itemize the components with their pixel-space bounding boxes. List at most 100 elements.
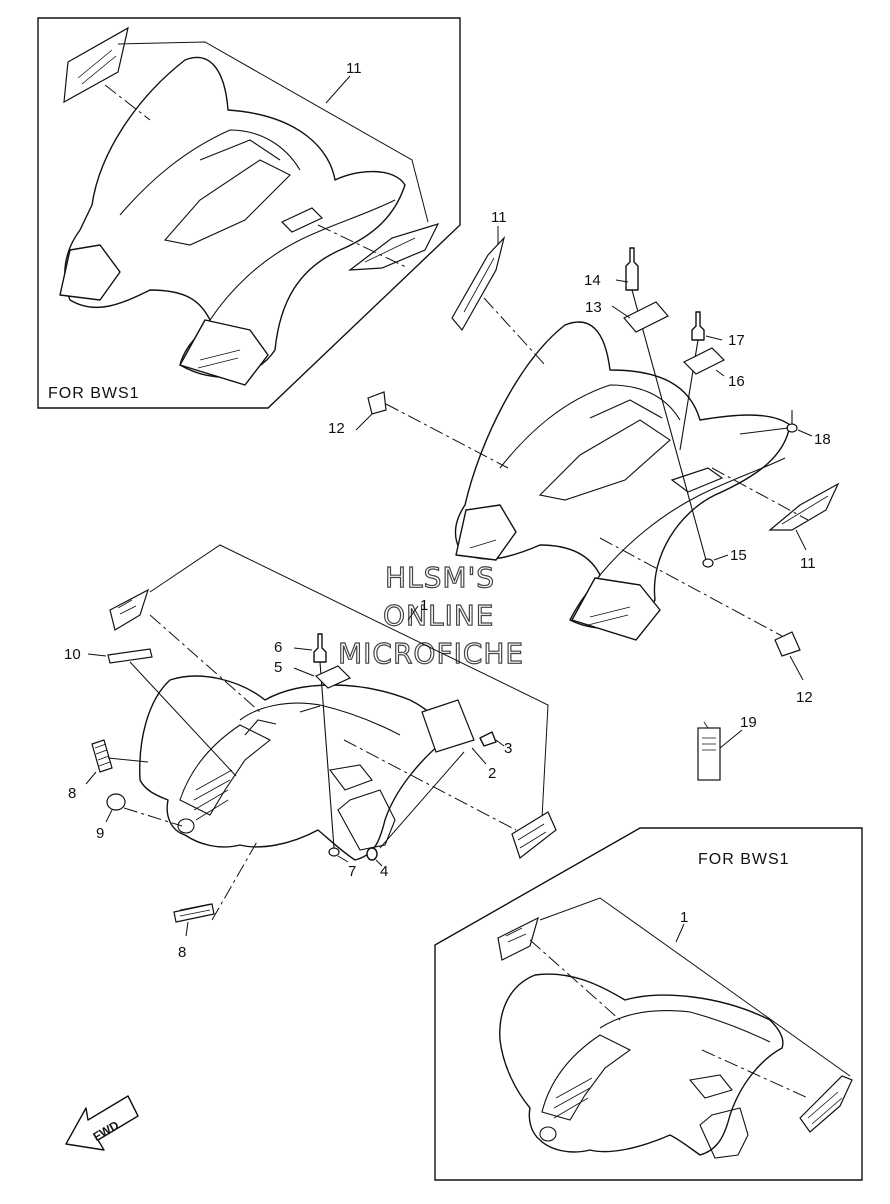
leader-18 — [797, 429, 813, 437]
inset-mud-flap-lines — [197, 349, 241, 369]
rear-mud-flap-left-lines — [469, 539, 497, 549]
part-4-nut — [366, 847, 378, 861]
decal-11-upper-shape — [451, 235, 506, 332]
inset-front-fender-grille-lines — [553, 1077, 593, 1119]
parts-2-3-4: 2 3 4 — [366, 699, 512, 880]
inset-front-fender-plate — [688, 1074, 733, 1099]
part-17-rivet — [691, 311, 705, 341]
inset-leader-dash-1 — [104, 84, 151, 121]
front-fender-bracket — [337, 789, 396, 851]
leader-5 — [293, 667, 315, 677]
inset-dash-1-left — [529, 939, 621, 1021]
callout-8-lower: 8 — [178, 944, 186, 961]
leader-12-right — [789, 655, 804, 681]
leader-13 — [611, 305, 631, 319]
front-fender-light — [177, 818, 195, 834]
part-6-rivet — [313, 633, 327, 663]
inset-frame-top-left — [37, 17, 461, 409]
callout-6: 6 — [274, 639, 282, 656]
callout-3: 3 — [504, 740, 512, 757]
part-8-upper-lines — [94, 743, 111, 767]
inset-frame-bottom-right — [434, 827, 863, 1181]
dash-1-right — [343, 739, 517, 831]
front-decal-left-top — [109, 588, 150, 631]
callout-12-left: 12 — [328, 420, 345, 437]
callout-17: 17 — [728, 332, 745, 349]
leader-10-to-fender — [129, 661, 237, 777]
rear-fender-body — [454, 321, 791, 629]
inset-front-fender-grille — [541, 1034, 632, 1121]
dash-8-lower — [211, 839, 259, 921]
inset-rear-fender-shape — [64, 56, 406, 378]
leader-3 — [495, 739, 505, 747]
front-fender-grille — [179, 724, 272, 816]
callout-11-upper: 11 — [491, 209, 507, 226]
decal-11-right-shape — [768, 482, 840, 531]
leader-12-left — [355, 413, 373, 431]
callout-9: 9 — [96, 825, 104, 842]
leader-11-right — [795, 529, 807, 551]
callout-11-inset: 11 — [346, 60, 362, 77]
part-12-right: 12 — [599, 537, 813, 706]
part-9-lens — [106, 793, 126, 811]
inset-decal-front-left — [497, 916, 539, 961]
inset-front-fender-body — [499, 973, 784, 1156]
leader-8-upper-to-fender — [107, 757, 149, 763]
part-16-plate — [682, 347, 726, 375]
part-19-tag: 19 — [697, 714, 757, 781]
inset-front-fender-bracket — [699, 1107, 749, 1159]
callout-16: 16 — [728, 373, 745, 390]
front-decal-right — [511, 811, 557, 859]
leader-10 — [87, 653, 107, 657]
decal-11-upper-lettering — [463, 257, 495, 313]
inset-decal-11-top-lettering — [77, 49, 117, 85]
part-19-lines — [702, 721, 716, 751]
leader-4 — [375, 859, 383, 867]
dash-11-right — [711, 467, 809, 521]
rear-mud-flap-left — [455, 504, 517, 561]
inset-rear-fender-bws1: 11 FOR BWS1 — [37, 17, 461, 409]
rear-mud-flap-lines — [587, 606, 631, 626]
inset-rear-fender-ridge — [209, 199, 396, 321]
leader-16 — [715, 369, 725, 377]
leader-14 — [615, 279, 629, 283]
leader-8-upper — [85, 771, 97, 785]
leader-8-lower — [185, 921, 189, 937]
dash-11-upper — [483, 297, 546, 366]
leader-2-to-4 — [379, 751, 465, 849]
inset-mud-flap-left — [59, 244, 121, 301]
leader-1-label — [407, 605, 419, 621]
parts-5-6-7: 6 5 7 — [274, 633, 356, 880]
inset-front-fender-bws1: FOR BWS1 1 — [434, 827, 863, 1181]
inset-decal-front-right — [799, 1075, 853, 1133]
part-19-shape — [697, 727, 721, 781]
inset-mud-flap — [179, 319, 269, 386]
decal-11-right-lettering — [781, 495, 829, 525]
inset-front-fender-top-edge — [599, 1010, 771, 1043]
rear-fender-inner-decal — [670, 467, 724, 493]
part-18-grommet — [786, 423, 798, 433]
leader-7 — [337, 855, 349, 863]
inset-leader-11 — [117, 41, 429, 223]
front-fender-inner-plate — [329, 764, 373, 791]
front-fender-details — [244, 705, 321, 736]
part-5-plate — [314, 665, 352, 689]
inset-rear-fender-tray-top — [199, 139, 281, 161]
front-fender-assembly — [139, 675, 446, 861]
part-13-plate — [623, 301, 669, 333]
inset-decal-11-top — [63, 26, 129, 104]
line-6-to-7 — [319, 661, 335, 849]
callout-18: 18 — [814, 431, 831, 448]
dash-12-left — [385, 403, 509, 469]
part-8-upper-decal — [91, 739, 113, 773]
callout-4: 4 — [380, 863, 388, 880]
part-1-front-fender: 1 — [109, 544, 557, 859]
part-2-plate — [421, 699, 475, 753]
callout-8-upper: 8 — [68, 785, 76, 802]
inset-decal-front-left-lines — [505, 927, 527, 943]
callout-1: 1 — [420, 597, 428, 614]
inset-front-fender-light — [539, 1126, 557, 1142]
inset-decal-12 — [280, 207, 324, 233]
